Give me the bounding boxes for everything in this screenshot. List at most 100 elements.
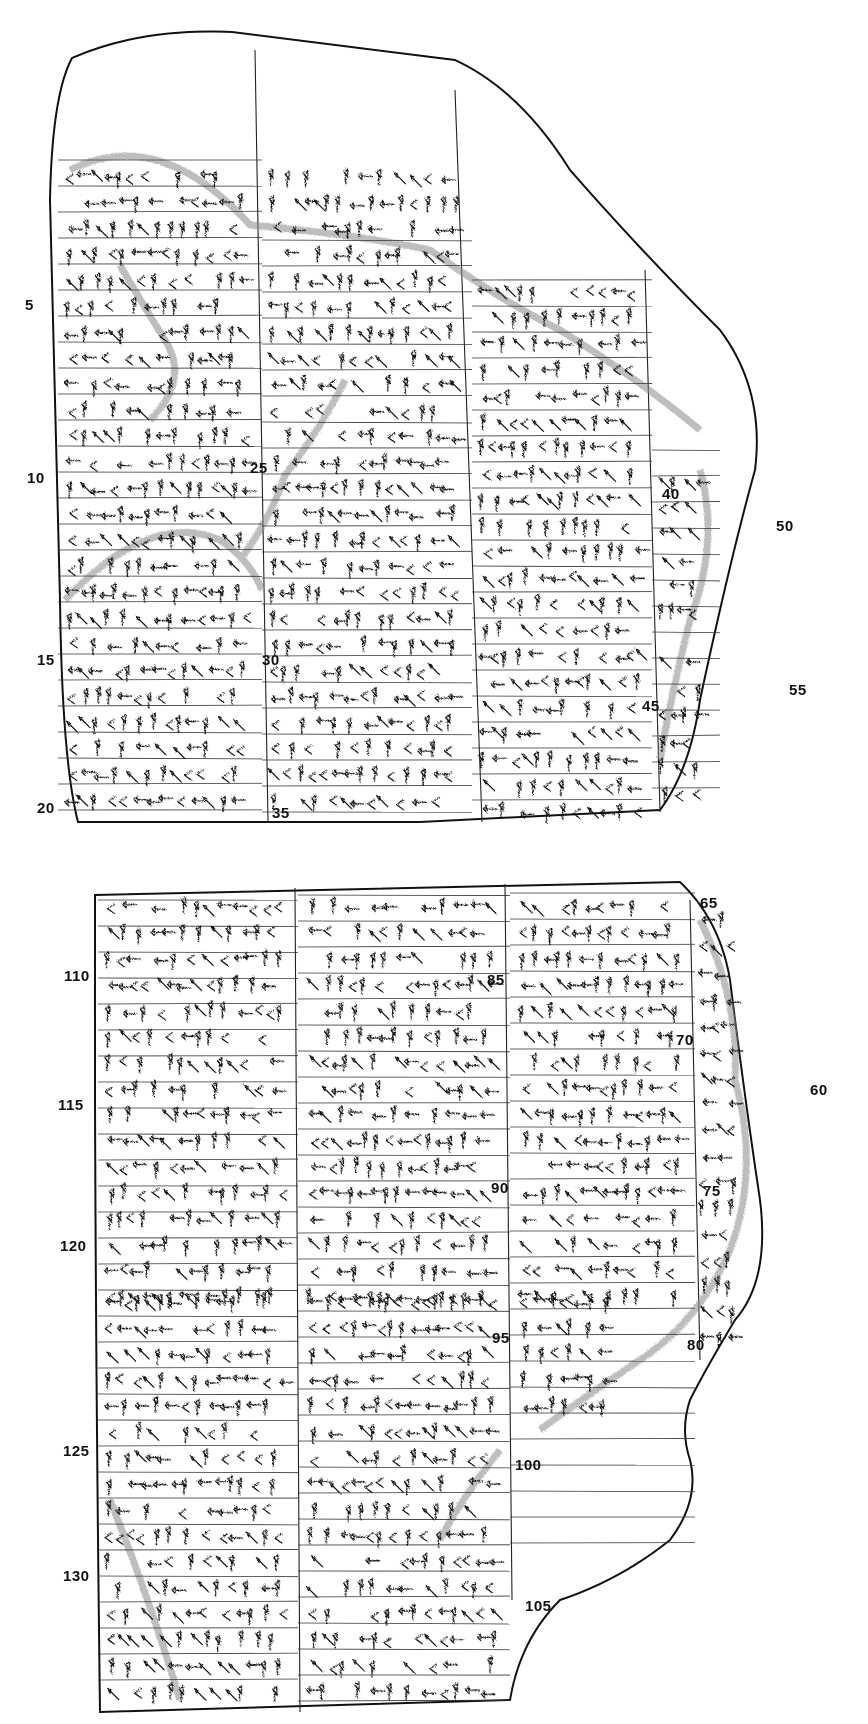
cuneiform-wedge	[409, 199, 418, 211]
ruling-line	[509, 1333, 696, 1336]
cuneiform-wedge	[469, 1426, 485, 1436]
cuneiform-wedge	[108, 1242, 121, 1256]
cuneiform-wedge	[67, 693, 76, 705]
cuneiform-wedge	[338, 1156, 345, 1174]
cuneiform-wedge	[249, 1430, 258, 1441]
cuneiform-wedge	[623, 974, 629, 993]
cuneiform-wedge	[307, 1237, 321, 1250]
cuneiform-wedge	[164, 1031, 174, 1043]
cuneiform-wedge	[226, 744, 235, 756]
cuneiform-wedge	[75, 612, 89, 626]
cuneiform-wedge	[236, 745, 245, 757]
cuneiform-wedge	[419, 327, 428, 339]
cuneiform-wedge	[152, 1658, 165, 1671]
cuneiform-wedge	[160, 764, 166, 782]
cuneiform-wedge	[280, 357, 295, 366]
cuneiform-wedge	[392, 1455, 401, 1467]
cuneiform-wedge	[392, 1296, 402, 1308]
cuneiform-wedge	[104, 300, 114, 312]
cuneiform-wedge	[450, 1189, 465, 1199]
cuneiform-wedge	[415, 614, 431, 624]
cuneiform-wedge	[310, 299, 316, 318]
cuneiform-wedge	[105, 687, 111, 705]
cuneiform-wedge	[117, 248, 124, 266]
cuneiform-wedge	[401, 303, 411, 315]
cuneiform-wedge	[94, 738, 100, 756]
cuneiform-wedge	[311, 355, 321, 366]
cuneiform-wedge	[559, 517, 566, 536]
cuneiform-wedge	[458, 1370, 465, 1388]
cuneiform-wedge	[484, 1582, 494, 1594]
cuneiform-wedge	[208, 1687, 222, 1700]
cuneiform-wedge	[171, 426, 177, 444]
cuneiform-wedge	[210, 1110, 226, 1119]
cuneiform-wedge	[382, 1186, 388, 1204]
cuneiform-wedge	[274, 1579, 280, 1597]
cuneiform-wedge	[691, 761, 698, 779]
cuneiform-wedge	[453, 1400, 468, 1410]
cuneiform-wedge	[403, 325, 409, 343]
cuneiform-wedge	[662, 1159, 672, 1171]
cuneiform-wedge	[307, 1477, 323, 1487]
cuneiform-wedge	[167, 220, 174, 238]
cuneiform-wedge	[104, 1086, 113, 1098]
cuneiform-wedge	[410, 1299, 420, 1311]
cuneiform-wedge	[285, 426, 291, 445]
cuneiform-wedge	[321, 273, 335, 287]
cuneiform-wedge	[445, 713, 451, 731]
cuneiform-wedge	[141, 539, 150, 551]
cuneiform-wedge	[438, 897, 445, 915]
cuneiform-wedge	[267, 352, 280, 365]
cuneiform-wedge	[378, 637, 393, 647]
cuneiform-wedge	[246, 1608, 252, 1626]
cuneiform-wedge	[269, 609, 275, 628]
cuneiform-wedge	[368, 929, 382, 943]
cuneiform-wedge	[670, 1289, 676, 1307]
cuneiform-wedge	[602, 1296, 608, 1314]
cuneiform-wedge	[726, 940, 736, 952]
cuneiform-wedge	[133, 694, 143, 706]
cuneiform-wedge	[399, 1344, 406, 1362]
cuneiform-wedge	[139, 1241, 154, 1251]
ruling-line	[57, 210, 263, 213]
cuneiform-wedge	[241, 486, 257, 496]
cuneiform-wedge	[367, 1577, 374, 1595]
cuneiform-wedge	[147, 247, 163, 257]
cuneiform-wedge	[530, 333, 537, 352]
cuneiform-wedge	[365, 1531, 374, 1543]
cuneiform-wedge	[411, 1373, 421, 1385]
cuneiform-wedge	[405, 720, 415, 732]
cuneiform-wedge	[528, 648, 544, 658]
cuneiform-wedge	[321, 221, 337, 231]
cuneiform-wedge	[135, 927, 141, 945]
cuneiform-wedge	[556, 977, 569, 991]
cuneiform-wedge	[494, 287, 508, 300]
cuneiform-wedge	[433, 1157, 439, 1175]
cuneiform-wedge	[588, 778, 602, 791]
cuneiform-wedge	[398, 431, 414, 441]
cuneiform-wedge	[175, 714, 181, 732]
cuneiform-wedge	[127, 1479, 143, 1489]
cuneiform-wedge	[700, 1049, 715, 1058]
cuneiform-wedge	[226, 408, 242, 418]
cuneiform-wedge	[350, 1057, 364, 1070]
cuneiform-wedge	[712, 1256, 722, 1268]
cuneiform-wedge	[215, 1477, 230, 1487]
cuneiform-wedge	[632, 1243, 641, 1254]
cuneiform-wedge	[124, 354, 134, 366]
cuneiform-wedge	[670, 711, 686, 721]
cuneiform-wedge	[378, 613, 384, 631]
cuneiform-wedge	[702, 1153, 718, 1163]
cuneiform-wedge	[284, 170, 290, 188]
ruling-line	[57, 341, 263, 344]
cuneiform-wedge	[104, 1031, 111, 1049]
cuneiform-wedge	[154, 1347, 160, 1366]
cuneiform-wedge	[419, 1264, 425, 1282]
cuneiform-wedge	[227, 559, 241, 572]
cuneiform-wedge	[67, 565, 76, 577]
cuneiform-wedge	[156, 1603, 162, 1621]
cuneiform-wedge	[328, 1481, 342, 1495]
cuneiform-wedge	[397, 1584, 413, 1594]
cuneiform-wedge	[476, 1632, 492, 1642]
cuneiform-wedge	[400, 1558, 409, 1570]
